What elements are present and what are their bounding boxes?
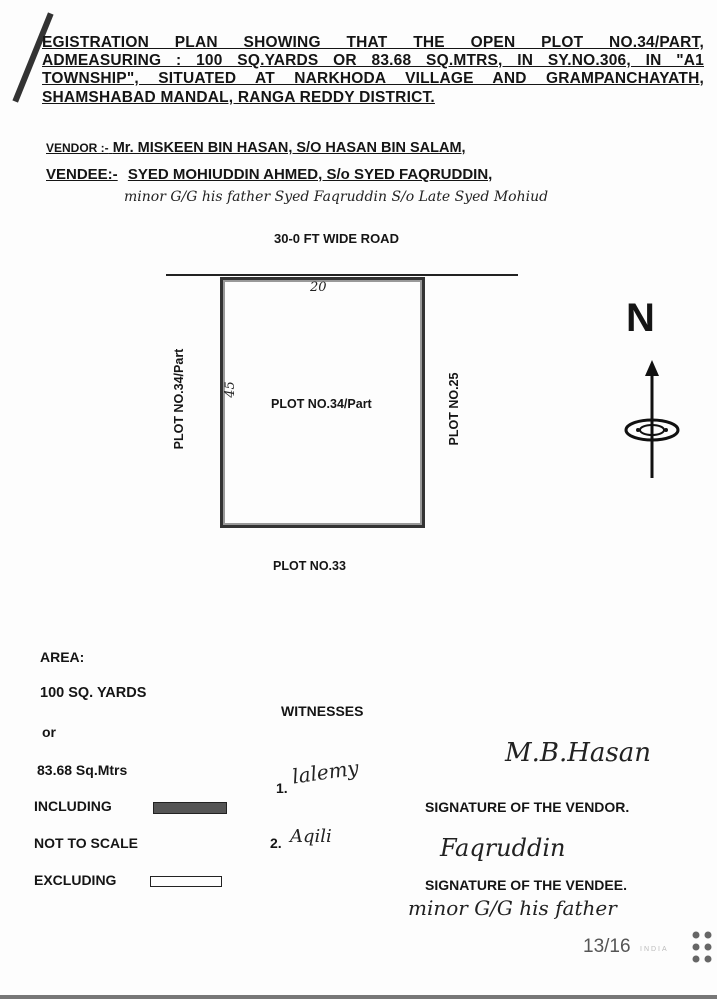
heading-line-2: ADMEASURING : 100 SQ.YARDS OR 83.68 SQ.M… [42,52,704,69]
area-mtrs: 83.68 Sq.Mtrs [37,762,128,778]
watermark-region: INDIA [640,946,669,953]
witness-1-signature: lalemy [290,755,361,789]
area-yards: 100 SQ. YARDS [40,685,147,701]
vendor-label: VENDOR :- [46,141,109,155]
south-plot-label: PLOT NO.33 [273,559,346,573]
witness-1-number: 1. [276,780,288,796]
width-mark: 20 [310,280,327,295]
vendor-signature: M.B.Hasan [505,738,652,768]
length-mark: 45 [222,381,238,398]
more-dots-icon[interactable] [690,930,714,964]
vendee-line: VENDEE:- SYED MOHIUDDIN AHMED, S/o SYED … [46,166,492,183]
witnesses-title: WITNESSES [281,703,364,719]
vendor-name: Mr. MISKEEN BIN HASAN, S/O HASAN BIN SAL… [112,140,466,156]
road-label: 30-0 FT WIDE ROAD [274,231,399,246]
page-counter: 13/16 [583,936,631,957]
bottom-border [0,995,717,999]
north-arrow-icon [624,360,680,478]
not-to-scale-label: NOT TO SCALE [34,835,138,851]
vendor-signature-label: SIGNATURE OF THE VENDOR. [425,799,630,815]
vendee-handwritten-note: minor G/G his father Syed Faqruddin S/o … [124,189,549,205]
heading-line-1: EGISTRATION PLAN SHOWING THAT THE OPEN P… [42,34,704,51]
vendee-signature: Faqruddin [440,834,566,862]
east-plot-label: PLOT NO.25 [447,372,461,446]
excluding-swatch [150,876,222,887]
west-plot-label: PLOT NO.34/Part [172,348,186,450]
area-label: AREA: [40,649,85,665]
vendor-line: VENDOR :- Mr. MISKEEN BIN HASAN, S/O HAS… [46,140,466,156]
road-line [166,274,518,276]
including-swatch [153,802,227,814]
vendee-name: SYED MOHIUDDIN AHMED, S/o SYED FAQRUDDIN… [127,166,493,183]
excluding-label: EXCLUDING [34,872,117,888]
plot-center-label: PLOT NO.34/Part [271,397,372,411]
north-label: N [626,296,655,340]
area-or: or [42,724,56,740]
vendee-signature-note: minor G/G his father [408,896,617,920]
vendee-signature-label: SIGNATURE OF THE VENDEE. [425,877,627,893]
heading-line-4: SHAMSHABAD MANDAL, RANGA REDDY DISTRICT. [42,89,435,106]
plot-boundary [220,277,425,528]
heading-line-3: TOWNSHIP", SITUATED AT NARKHODA VILLAGE … [42,70,704,87]
vendee-label: VENDEE:- [46,166,118,183]
witness-2-number: 2. [270,835,282,851]
including-label: INCLUDING [34,798,112,814]
witness-2-signature: Aqili [290,826,332,847]
